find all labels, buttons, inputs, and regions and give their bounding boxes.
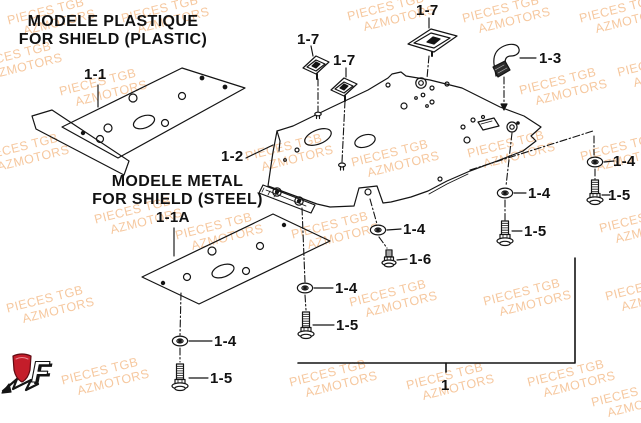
- assembly-bracket: [297, 257, 576, 373]
- label-1-5-right: 1-5: [608, 187, 631, 204]
- logo-letter: F: [31, 356, 50, 389]
- clip-nut-2: [330, 77, 358, 102]
- plate-grommet-top: [415, 77, 427, 89]
- logo-shield-highlight: [15, 357, 29, 360]
- label-1-6: 1-6: [409, 251, 432, 268]
- plastic-shield-part: [31, 67, 246, 176]
- diagram-canvas: F F: [1, 17, 615, 394]
- bolt-long-bottom-left: [171, 363, 189, 392]
- washer-bottom-left: [171, 335, 189, 347]
- title-plastic-line1: MODELE PLASTIQUE: [27, 13, 199, 30]
- centerlines: [179, 55, 596, 363]
- label-1-4-right: 1-4: [613, 153, 636, 170]
- clip-nut-3: [407, 28, 458, 57]
- leader-arrow: [500, 103, 508, 111]
- bolt-long-mid-left: [297, 311, 315, 340]
- label-1-5-bottom: 1-5: [210, 370, 233, 387]
- label-1-1: 1-1: [84, 66, 107, 83]
- logo-shield-icon: [12, 353, 32, 383]
- label-1-5-mid-left: 1-5: [336, 317, 359, 334]
- label-1-4-mid: 1-4: [403, 221, 426, 238]
- label-1-4-bottom: 1-4: [214, 333, 237, 350]
- logo-arrowhead-icon: [1, 383, 12, 394]
- clip-nut-1: [302, 55, 330, 80]
- title-plastic-line2: FOR SHIELD (PLASTIC): [18, 31, 208, 48]
- skid-plate-part: [258, 71, 542, 214]
- label-1-5-mid-right: 1-5: [524, 223, 547, 240]
- label-1-7-b: 1-7: [333, 52, 356, 69]
- bolt-long-mid-right: [496, 220, 514, 247]
- brand-logo: F F: [1, 353, 53, 394]
- logo-letter-shadow: F: [34, 358, 53, 391]
- hook-clip: [492, 43, 520, 78]
- title-metal-line1: MODELE METAL: [111, 173, 244, 190]
- title-metal-model: MODELE METAL FOR SHIELD (STEEL): [85, 173, 270, 209]
- title-plastic-model: MODELE PLASTIQUE FOR SHIELD (PLASTIC): [18, 13, 208, 49]
- metal-shield-part: [141, 213, 331, 305]
- bolt-short: [381, 249, 397, 268]
- plate-grommet-right: [506, 121, 520, 133]
- label-1-assembly: 1: [441, 377, 450, 394]
- rivet-2: [338, 162, 347, 171]
- label-1-7-a: 1-7: [297, 31, 320, 48]
- label-1-4-mid-right: 1-4: [528, 185, 551, 202]
- logo-zigzag-icon: [1, 377, 40, 393]
- washer-right: [586, 156, 604, 168]
- label-1-4-mid-left: 1-4: [335, 280, 358, 297]
- washer-mid-left: [296, 282, 314, 294]
- washer-mid: [369, 224, 387, 236]
- label-1-7-c: 1-7: [416, 2, 439, 19]
- bolt-long-right: [586, 179, 604, 206]
- washer-mid-right: [496, 187, 514, 199]
- label-1-2: 1-2: [221, 148, 244, 165]
- label-1-1a: 1-1A: [156, 209, 190, 226]
- rivet-1: [314, 111, 322, 120]
- leader-lines: [97, 17, 615, 379]
- label-1-3: 1-3: [539, 50, 562, 67]
- title-metal-line2: FOR SHIELD (STEEL): [92, 191, 263, 208]
